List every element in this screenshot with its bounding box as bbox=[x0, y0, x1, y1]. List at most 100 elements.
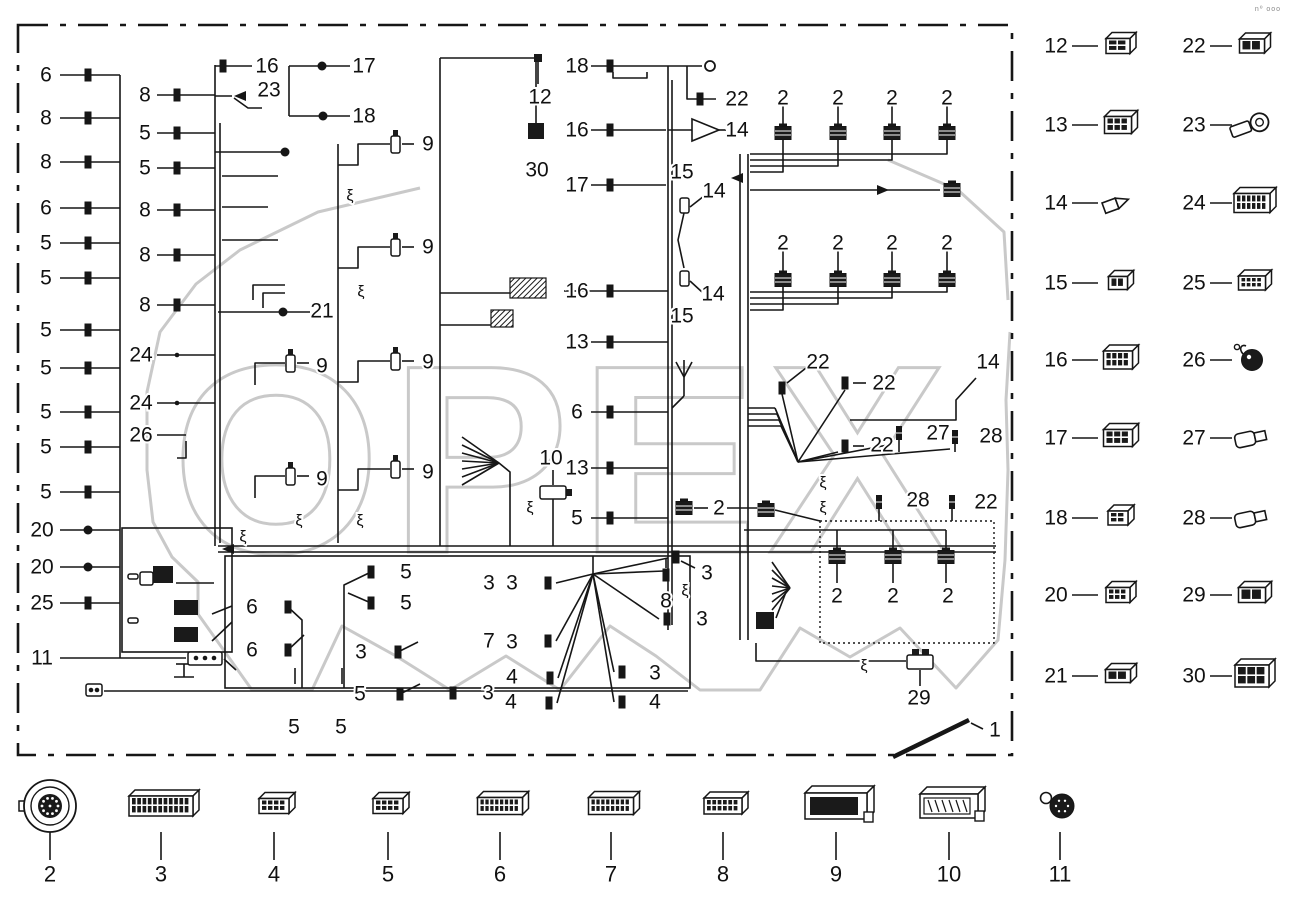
terminal bbox=[84, 236, 92, 250]
watermark-layer: OPEX bbox=[145, 158, 1012, 692]
wire bbox=[262, 292, 285, 308]
callout-label: 1 bbox=[989, 719, 1001, 742]
callout-label: 3 bbox=[482, 682, 494, 705]
callout-label: 9 bbox=[316, 468, 328, 491]
callout-label: 2 bbox=[777, 232, 789, 255]
callout-label: 5 bbox=[40, 232, 52, 255]
callout-label: 5 bbox=[40, 267, 52, 290]
wire bbox=[750, 287, 948, 293]
component-outline bbox=[679, 197, 690, 214]
connector-13-icon bbox=[1102, 108, 1140, 136]
terminal bbox=[84, 361, 92, 375]
component-outline bbox=[390, 238, 401, 257]
arrowhead bbox=[877, 185, 889, 195]
hatched-component bbox=[490, 309, 514, 328]
wire bbox=[556, 573, 594, 704]
callout-label: 8 bbox=[139, 84, 151, 107]
connector-terminal bbox=[829, 126, 847, 140]
terminal bbox=[841, 439, 849, 453]
terminal bbox=[219, 59, 227, 73]
callout-label: 13 bbox=[565, 457, 588, 480]
callout-label: 9 bbox=[422, 133, 434, 156]
assembly-box bbox=[224, 555, 691, 689]
connector-12-icon bbox=[1104, 30, 1138, 56]
component-block bbox=[393, 233, 398, 240]
junction-dot bbox=[83, 525, 93, 535]
legend-number: 23 bbox=[1182, 114, 1205, 137]
wire bbox=[750, 140, 839, 167]
callout-label: 14 bbox=[725, 119, 749, 142]
callout-label: 2 bbox=[941, 232, 953, 255]
junction-dot-small bbox=[193, 655, 199, 661]
wire bbox=[771, 587, 791, 595]
component-outline bbox=[285, 467, 296, 486]
callout-label: 4 bbox=[505, 691, 517, 714]
wire bbox=[797, 389, 846, 463]
callout-label: 6 bbox=[246, 596, 258, 619]
connector-18-icon bbox=[1106, 503, 1136, 527]
connector-terminal bbox=[937, 550, 955, 564]
junction-dot bbox=[280, 147, 290, 157]
connector-15-icon bbox=[1106, 268, 1136, 292]
assembly-box-dotted bbox=[819, 520, 995, 644]
terminal bbox=[544, 576, 552, 590]
connector-27-icon bbox=[1233, 429, 1268, 449]
wire bbox=[771, 569, 791, 589]
callout-label: 22 bbox=[806, 351, 829, 374]
callout-label: 2 bbox=[831, 585, 843, 608]
terminal bbox=[662, 568, 670, 582]
terminal bbox=[841, 376, 849, 390]
legend-number: 21 bbox=[1044, 665, 1067, 688]
callout-label: 2 bbox=[832, 232, 844, 255]
component-block bbox=[288, 349, 293, 356]
legend-number: 11 bbox=[1049, 862, 1072, 887]
connector-9-icon bbox=[803, 784, 876, 823]
wire bbox=[252, 284, 285, 300]
terminal bbox=[544, 634, 552, 648]
connector-terminal bbox=[675, 501, 693, 515]
watermark-outline bbox=[887, 158, 1010, 301]
terminal bbox=[173, 161, 181, 175]
wire bbox=[223, 658, 237, 671]
legend-number: 13 bbox=[1044, 114, 1067, 137]
component-block bbox=[756, 612, 774, 629]
connector-terminal bbox=[884, 550, 902, 564]
wire bbox=[797, 443, 894, 463]
connector-14-icon bbox=[1100, 197, 1131, 215]
wire bbox=[771, 587, 791, 611]
legend-number: 12 bbox=[1044, 35, 1067, 58]
wire bbox=[683, 361, 693, 378]
connector-terminal bbox=[943, 183, 961, 197]
connector-8-icon bbox=[702, 790, 750, 816]
terminal bbox=[84, 405, 92, 419]
terminal bbox=[696, 92, 704, 106]
connector-terminal-tab bbox=[834, 123, 842, 127]
legend-number: 6 bbox=[494, 862, 506, 887]
junction-dot-small bbox=[211, 655, 217, 661]
wire-clip-glyph: ξ bbox=[346, 188, 353, 205]
wire bbox=[797, 451, 839, 463]
callout-label: 5 bbox=[40, 481, 52, 504]
wire bbox=[555, 573, 594, 584]
callout-label: 5 bbox=[139, 122, 151, 145]
wire bbox=[461, 462, 500, 478]
wire bbox=[338, 360, 390, 383]
hatched-component bbox=[509, 277, 547, 299]
connector-terminal bbox=[829, 273, 847, 287]
ring-terminal-end bbox=[704, 60, 716, 72]
wire bbox=[677, 212, 685, 269]
component-block bbox=[922, 649, 929, 656]
legend-number: 27 bbox=[1182, 427, 1205, 450]
harness-boundary bbox=[16, 23, 1014, 757]
connector-6-icon bbox=[475, 789, 531, 817]
component-block bbox=[174, 600, 198, 615]
wire bbox=[461, 462, 500, 486]
junction-dot-small bbox=[202, 655, 208, 661]
legend-number: 30 bbox=[1182, 665, 1205, 688]
callout-label: 2 bbox=[886, 87, 898, 110]
terminal bbox=[173, 126, 181, 140]
terminal bbox=[663, 612, 671, 626]
wire bbox=[771, 585, 791, 589]
